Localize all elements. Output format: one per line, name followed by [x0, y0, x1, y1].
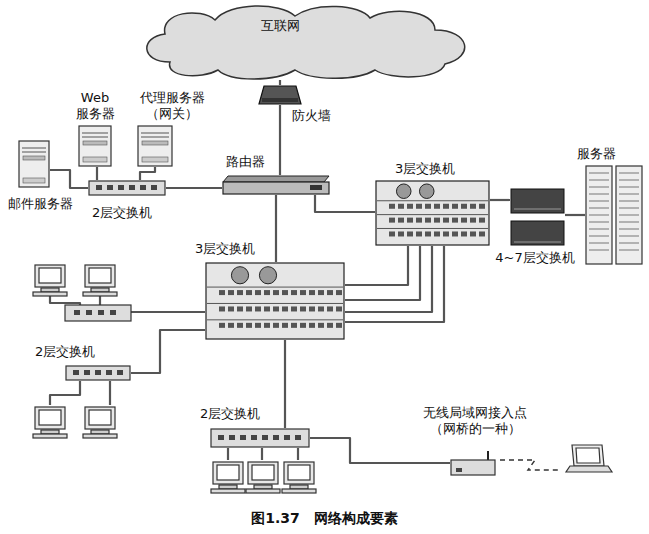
router-icon — [222, 175, 330, 195]
network-cable — [315, 195, 375, 212]
network-cable — [565, 214, 585, 216]
firewall-icon — [258, 85, 302, 105]
device-label: 2层交换机 — [92, 205, 172, 221]
network-device: 3层交换机 — [205, 262, 345, 340]
network-cable — [310, 438, 450, 463]
device-label: 代理服务器 （网关） — [134, 90, 210, 123]
device-label: 3层交换机 — [195, 241, 270, 257]
network-cable — [279, 80, 281, 85]
figure-caption: 图1.37 网络构成要素 — [0, 510, 649, 528]
network-cable — [279, 105, 281, 175]
server-icon — [78, 125, 112, 167]
network-device: 3层交换机 — [375, 180, 490, 246]
network-device: 4~7层交换机 — [510, 188, 565, 246]
server-icon — [137, 125, 173, 167]
access-point-icon — [450, 450, 496, 476]
network-cable — [345, 246, 420, 300]
device-label: 服务器 — [577, 146, 637, 162]
network-device: 邮件服务器 — [18, 140, 50, 188]
device-label: Web 服务器 — [70, 90, 120, 123]
network-cable — [140, 167, 155, 180]
l3-switch-icon — [375, 180, 490, 246]
device-label: 路由器 — [226, 154, 286, 170]
network-device: 路由器 — [222, 175, 330, 195]
network-cable — [131, 330, 205, 373]
device-label: 4~7层交换机 — [490, 250, 580, 266]
network-device: 代理服务器 （网关） — [137, 125, 173, 167]
switch-icon — [65, 365, 131, 381]
device-label: 防火墙 — [292, 108, 342, 124]
network-device: Web 服务器 — [78, 125, 112, 167]
l3-switch-icon — [205, 262, 345, 340]
device-label: 3层交换机 — [395, 161, 475, 177]
network-device: 防火墙 — [258, 85, 302, 105]
server-rack-icon — [585, 165, 643, 265]
network-device: 2层交换机 — [88, 180, 166, 196]
network-device: 2层交换机 — [210, 428, 310, 448]
device-label: 无线局域网接入点 （网桥的一种） — [415, 405, 535, 438]
network-cable — [96, 167, 98, 180]
device-label: 互联网 — [250, 18, 310, 34]
switch-icon — [210, 428, 310, 448]
network-device: 互联网 — [130, 2, 480, 80]
network-cable — [284, 340, 286, 428]
network-cable — [275, 195, 277, 262]
switch-icon — [88, 180, 166, 196]
device-label: 邮件服务器 — [8, 196, 92, 212]
device-label: 2层交换机 — [200, 406, 275, 422]
l47-switch-icon — [510, 188, 565, 246]
cloud-shape — [130, 2, 480, 80]
network-cable — [166, 187, 222, 189]
network-device: 2层交换机 — [65, 365, 131, 381]
network-device: 服务器 — [585, 165, 643, 265]
device-label: 2层交换机 — [35, 344, 110, 360]
network-cable — [50, 170, 88, 188]
network-cable — [490, 199, 510, 201]
server-icon — [18, 140, 50, 188]
network-device: 无线局域网接入点 （网桥的一种） — [450, 450, 496, 476]
